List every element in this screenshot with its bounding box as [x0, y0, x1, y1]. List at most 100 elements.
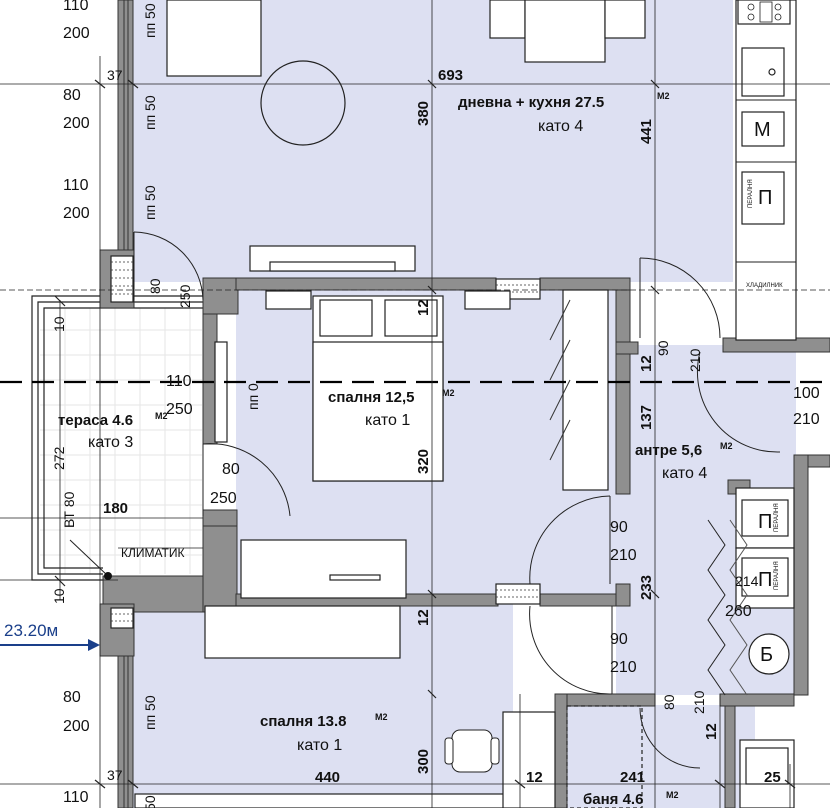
dim-pp0: пп 0	[245, 383, 261, 410]
dim-90c: 90	[610, 631, 628, 648]
aircon-marker	[69, 539, 203, 580]
dim-210d: 210	[610, 659, 637, 676]
bedroom1-unit: М2	[442, 388, 455, 398]
dim-200b: 200	[63, 115, 90, 132]
dim-210c: 210	[610, 547, 637, 564]
stove-icon	[747, 1, 782, 23]
dim-440: 440	[315, 769, 340, 786]
laundry-label-1: ПЕРАЛНЯ	[748, 179, 754, 208]
dim-37b: 37	[107, 767, 123, 783]
dim-180: 180	[103, 500, 128, 517]
dim-pp50c: пп 50	[142, 185, 158, 220]
living-room-name: дневна + кухня 27.5	[458, 94, 604, 111]
chair-icon	[444, 729, 500, 773]
p-letter-3: П	[758, 569, 772, 591]
dim-12d: 12	[703, 723, 720, 740]
p-letter-1: П	[758, 187, 772, 209]
dim-110b: 110	[63, 177, 89, 194]
living-furniture	[166, 0, 797, 341]
dim-693: 693	[438, 67, 463, 84]
dim-12c: 12	[415, 609, 432, 626]
dim-200a: 200	[63, 25, 90, 42]
dim-210e: 210	[691, 690, 707, 714]
hall-unit: М2	[720, 441, 733, 451]
terrace-name: тераса 4.6	[58, 412, 133, 429]
dim-10a: 10	[51, 316, 67, 332]
bedroom2-name: спалня 13.8	[260, 713, 346, 730]
vent-hatch	[111, 261, 540, 622]
bedroom2-furniture	[134, 605, 556, 808]
aircon-label: КЛИМАТИК	[121, 546, 185, 560]
dim-100: 100	[793, 385, 820, 402]
dim-233: 233	[638, 575, 655, 600]
hall-name: антре 5,6	[635, 442, 702, 459]
level-arrow-icon	[0, 639, 100, 651]
terrace-unit: М2	[155, 411, 168, 421]
dim-200c: 200	[63, 205, 90, 222]
dim-200d: 200	[63, 718, 90, 735]
dim-210b: 210	[793, 411, 820, 428]
dim-pp50a: пп 50	[142, 3, 158, 38]
dim-250a: 250	[177, 284, 193, 308]
dim-37a: 37	[107, 67, 123, 83]
dim-250c: 250	[210, 490, 237, 507]
dim-272: 272	[51, 446, 67, 470]
dim-pp50e: пп 50	[142, 795, 158, 808]
dim-90a: 90	[655, 340, 671, 356]
terrace-floor: като 3	[88, 434, 133, 451]
bedroom2-unit: М2	[375, 712, 388, 722]
dim-214: 214	[735, 573, 759, 589]
dim-210a: 210	[687, 348, 703, 372]
wardrobe-hangers	[549, 299, 571, 461]
dim-12e: 12	[526, 769, 543, 786]
dim-80b: 80	[147, 278, 163, 294]
level-label: 23.20м	[4, 621, 58, 640]
bedroom2-floor: като 1	[297, 737, 342, 754]
dim-110a: 110	[63, 0, 89, 14]
dim-80a: 80	[63, 87, 81, 104]
windows	[123, 0, 129, 808]
dim-12a: 12	[415, 299, 432, 316]
living-room-floor: като 4	[538, 118, 583, 135]
dim-90b: 90	[610, 519, 628, 536]
dim-10b: 10	[51, 588, 67, 604]
laundry-label-2: ПЕРАЛНЯ	[774, 503, 780, 532]
dim-250b: 250	[166, 401, 193, 418]
m-letter: М	[754, 119, 771, 141]
dim-110d: 110	[63, 789, 89, 806]
dim-12b: 12	[638, 355, 655, 372]
bedroom1-floor: като 1	[365, 412, 410, 429]
dim-80d: 80	[63, 689, 81, 706]
bath-fixtures	[566, 705, 795, 808]
dim-320: 320	[415, 449, 432, 474]
b-letter: Б	[760, 644, 773, 666]
door-swings	[133, 231, 781, 769]
terrace-tiles	[40, 308, 202, 574]
dim-110c: 110	[166, 373, 192, 390]
dim-300: 300	[415, 749, 432, 774]
living-room-unit: М2	[657, 91, 670, 101]
hall-floor: като 4	[662, 465, 707, 482]
dim-137: 137	[638, 405, 655, 430]
dim-241: 241	[620, 769, 645, 786]
dim-441: 441	[638, 119, 655, 144]
hall-cabinets	[735, 487, 795, 675]
bedroom1-furniture	[214, 289, 609, 599]
dim-260: 260	[725, 603, 752, 620]
dim-25: 25	[764, 769, 781, 786]
fridge-label: ХЛАДИЛНИК	[746, 283, 783, 289]
dim-pp50d: пп 50	[142, 695, 158, 730]
dim-380: 380	[415, 101, 432, 126]
bath-name: баня 4.6	[583, 791, 643, 808]
laundry-label-3: ПЕРАЛНЯ	[774, 561, 780, 590]
dim-pp50b: пп 50	[142, 95, 158, 130]
p-letter-2: П	[758, 511, 772, 533]
dim-80c: 80	[222, 461, 240, 478]
bath-unit: М2	[666, 790, 679, 800]
dim-vt80: ВТ 80	[61, 491, 77, 528]
bedroom1-name: спалня 12,5	[328, 389, 414, 406]
kitchen-dividers	[736, 99, 796, 263]
dim-80e: 80	[661, 694, 677, 710]
